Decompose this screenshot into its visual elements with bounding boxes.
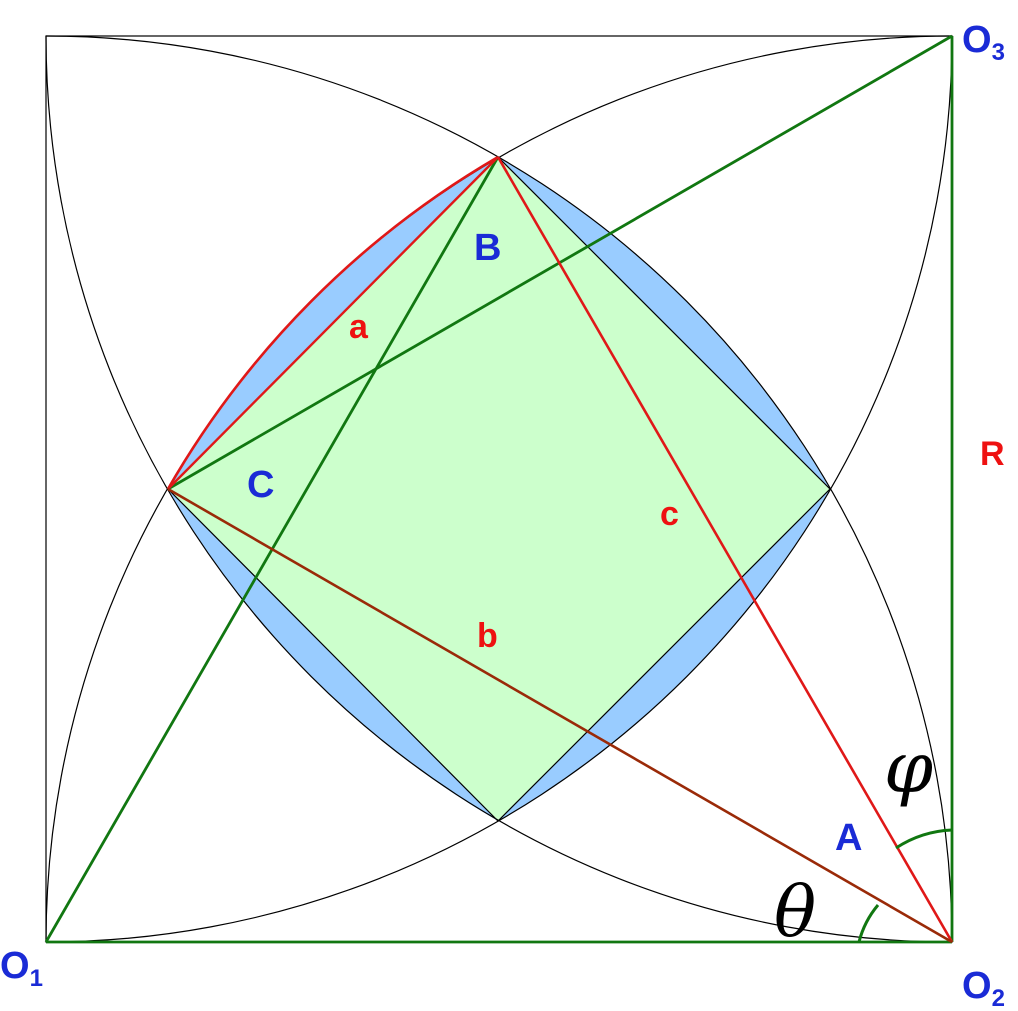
arc-a (166, 155, 499, 490)
label-point-a: A (835, 817, 862, 859)
arc-from-o3 (45, 35, 953, 943)
label-o3: O3 (962, 19, 1005, 66)
label-point-c: C (247, 464, 274, 506)
side-c (496, 156, 954, 943)
side-b (167, 487, 953, 944)
side-a (167, 156, 499, 490)
label-side-b: b (477, 617, 498, 655)
arc-from-top-left (45, 35, 953, 943)
label-o2: O2 (962, 965, 1005, 1011)
arc-from-o1 (45, 35, 953, 943)
phi-angle-arc (895, 828, 953, 850)
label-point-b: B (474, 227, 501, 269)
theta-angle-arc (857, 904, 880, 943)
label-o1: O1 (0, 945, 43, 992)
label-radius-r: R (980, 435, 1005, 473)
label-phi: φ (884, 727, 933, 809)
label-side-a: a (349, 308, 369, 346)
label-side-c: c (660, 495, 679, 533)
label-theta: θ (774, 871, 816, 953)
